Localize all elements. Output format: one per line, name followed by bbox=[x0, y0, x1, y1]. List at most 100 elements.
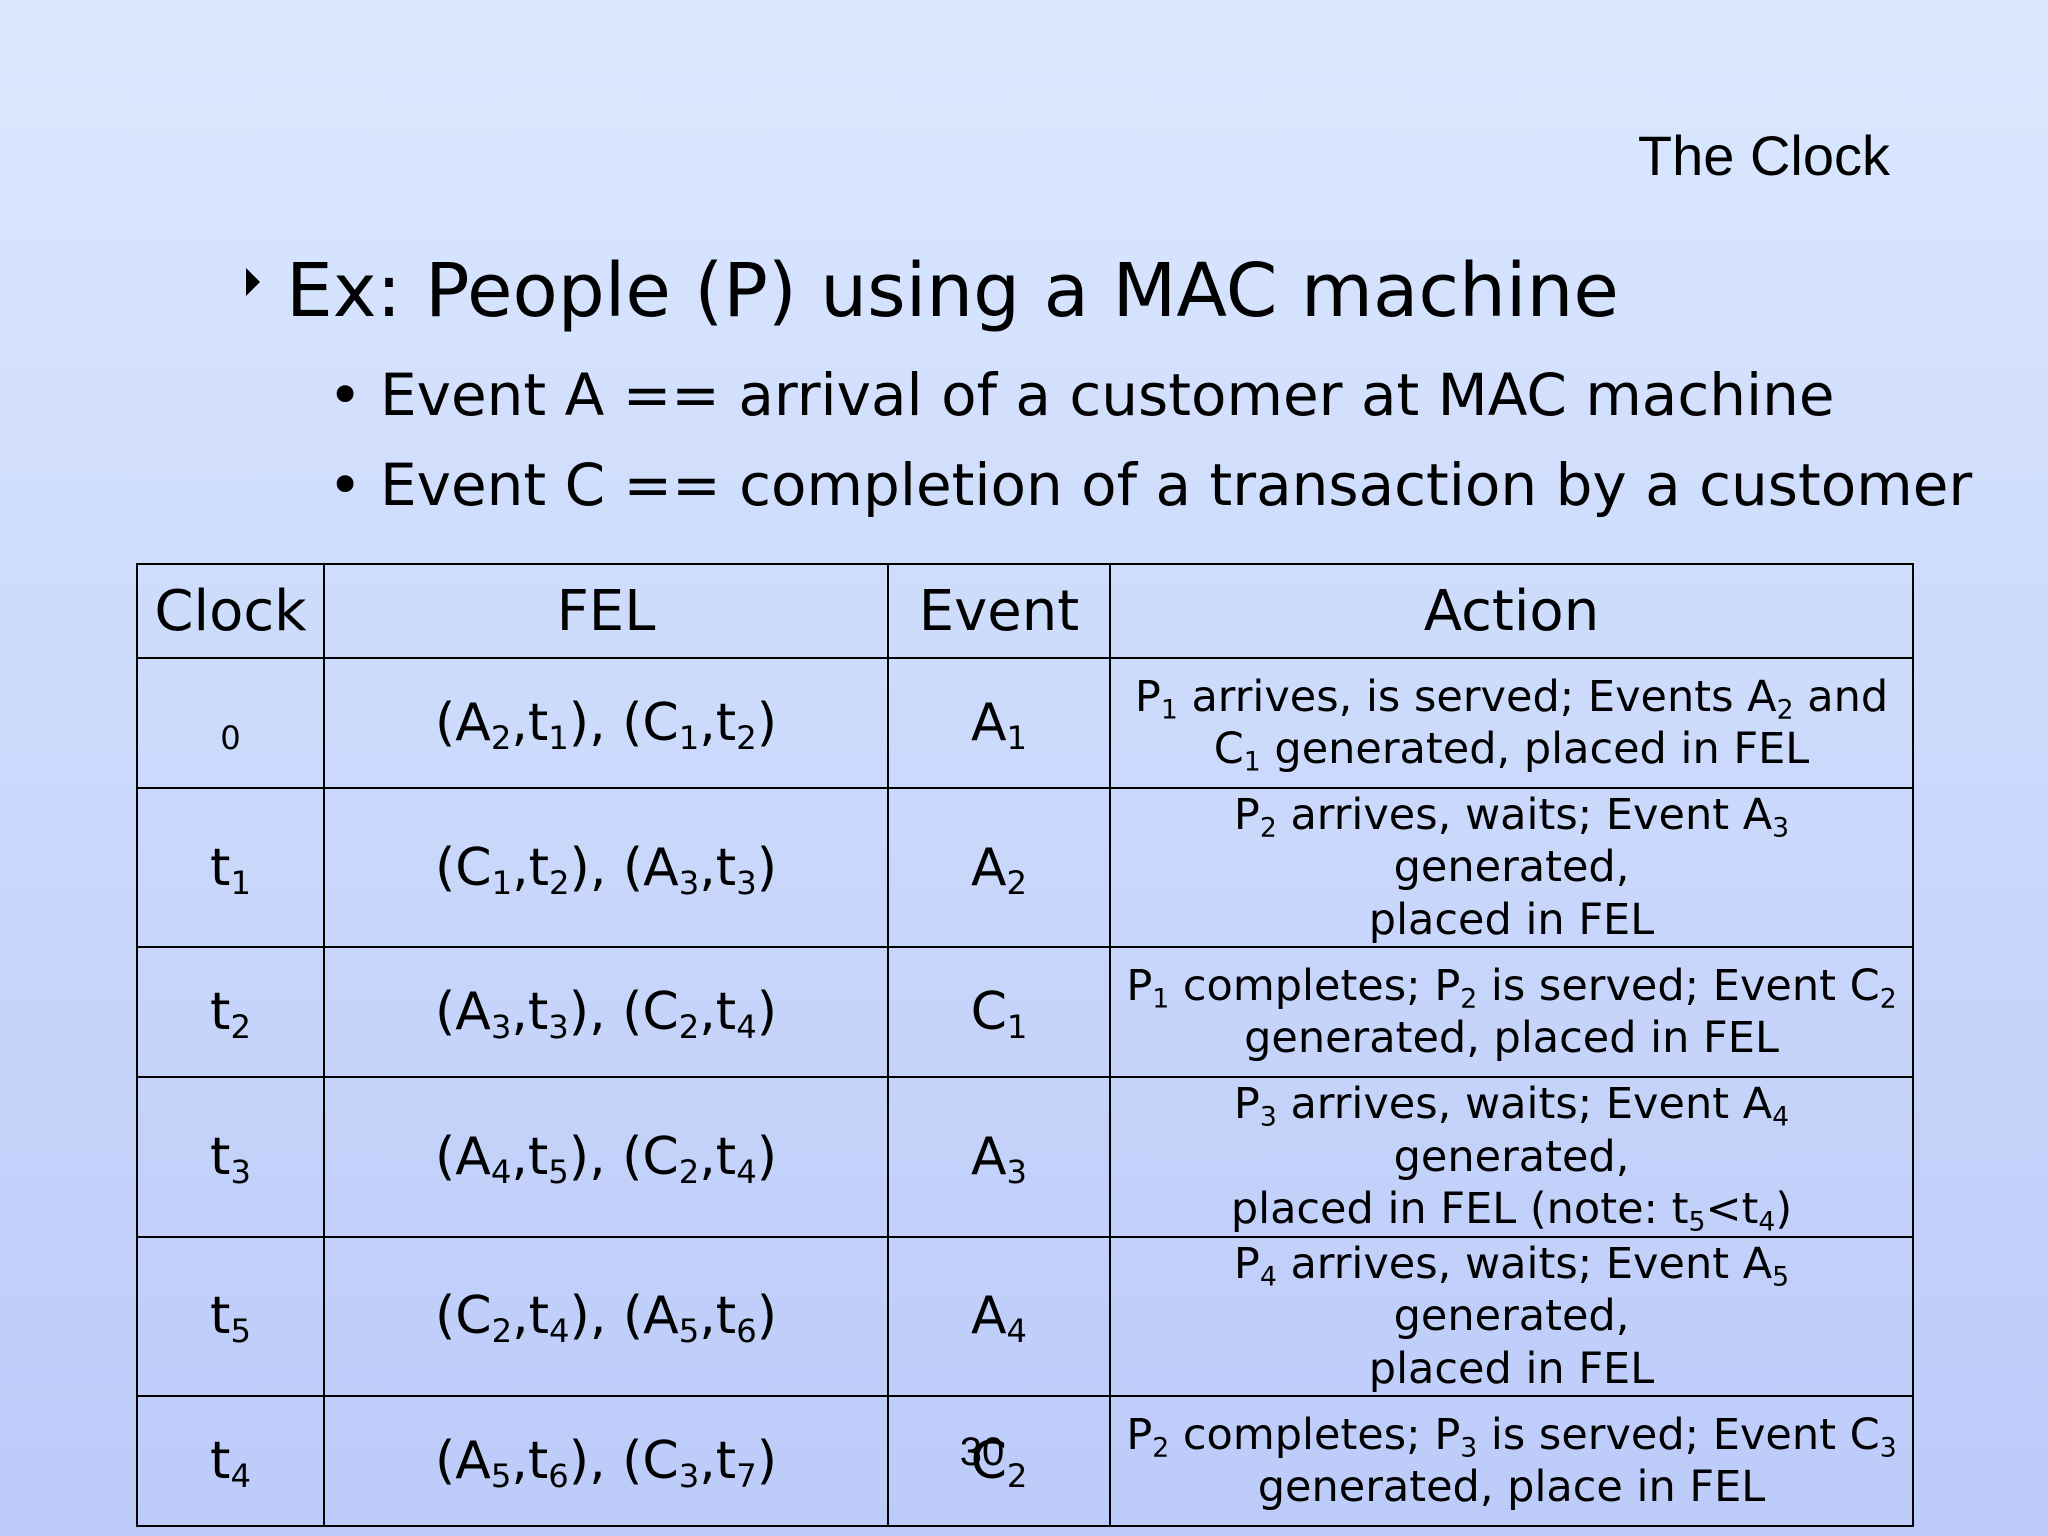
text-run: ) bbox=[756, 1127, 777, 1188]
subscript: 1 bbox=[678, 719, 700, 758]
subscript: 3 bbox=[490, 1008, 512, 1047]
subscript: 3 bbox=[1460, 1432, 1478, 1464]
subscript: 4 bbox=[1758, 1206, 1776, 1238]
text-run: ), (A bbox=[569, 1286, 679, 1347]
subscript: 1 bbox=[1243, 746, 1261, 778]
subscript: 2 bbox=[491, 1312, 513, 1351]
text-run: (C bbox=[434, 837, 492, 898]
text-run: ) bbox=[1775, 1184, 1793, 1235]
text-run: P bbox=[1134, 671, 1161, 722]
text-run: P bbox=[1126, 1409, 1153, 1460]
subscript: 3 bbox=[1879, 1432, 1897, 1464]
text-run: (A bbox=[434, 1431, 491, 1492]
sub-bullet-text: Event A == arrival of a customer at MAC … bbox=[380, 361, 1835, 429]
text-run: A bbox=[970, 693, 1007, 753]
triangle-bullet-icon bbox=[246, 268, 260, 296]
cell-fel: (A3,t3), (C2,t4) bbox=[323, 946, 889, 1079]
text-run: P bbox=[1233, 790, 1260, 840]
subscript: 2 bbox=[678, 1153, 700, 1192]
cell-fel: (A2,t1), (C1,t2) bbox=[323, 657, 889, 789]
subscript: 2 bbox=[736, 719, 757, 758]
action-line: placed in FEL bbox=[1111, 894, 1912, 946]
header-fel: FEL bbox=[323, 563, 889, 659]
subscript: 4 bbox=[549, 1312, 570, 1351]
subscript: 4 bbox=[230, 1457, 251, 1496]
subscript: 3 bbox=[548, 1008, 569, 1047]
text-run: ,t bbox=[511, 982, 549, 1043]
subscript: 1 bbox=[1160, 694, 1178, 725]
subscript: 5 bbox=[678, 1312, 700, 1351]
text-run: and bbox=[1793, 671, 1889, 722]
text-run: ) bbox=[756, 837, 778, 898]
cell-event: C2 bbox=[887, 1395, 1111, 1528]
text-run: ) bbox=[756, 1431, 777, 1492]
subscript: 3 bbox=[230, 1153, 251, 1192]
action-line: C1 generated, placed in FEL bbox=[1111, 723, 1912, 775]
cell-event: A3 bbox=[887, 1076, 1111, 1238]
text-run: generated, placed in FEL bbox=[1260, 724, 1810, 774]
subscript: 3 bbox=[1259, 1101, 1277, 1133]
subscript: 1 bbox=[1152, 983, 1170, 1015]
text-run: ,t bbox=[699, 1127, 737, 1188]
text-run: t bbox=[210, 1127, 231, 1188]
text-run: ), (C bbox=[568, 693, 679, 753]
subscript: 1 bbox=[1006, 719, 1028, 758]
text-run: ,t bbox=[511, 1127, 549, 1188]
action-line: P1 arrives, is served; Events A2 and bbox=[1111, 671, 1912, 723]
text-run: t bbox=[210, 1286, 231, 1347]
subscript: 2 bbox=[549, 863, 570, 902]
text-run: ), (C bbox=[568, 982, 679, 1043]
subscript: 2 bbox=[230, 1008, 251, 1047]
subscript: 3 bbox=[736, 863, 757, 902]
subscript: 4 bbox=[1772, 1101, 1790, 1133]
text-run: C bbox=[970, 982, 1007, 1043]
text-run: ) bbox=[756, 1286, 778, 1347]
cell-clock: t3 bbox=[136, 1076, 325, 1238]
text-run: ,t bbox=[511, 1431, 549, 1492]
subscript: 2 bbox=[678, 1008, 700, 1047]
bullet-dot-icon: • bbox=[328, 451, 363, 519]
table-header-row: Clock FEL Event Action bbox=[136, 563, 1914, 659]
text-run: is served; Event C bbox=[1477, 960, 1880, 1011]
text-run: C bbox=[970, 1431, 1007, 1492]
text-run: A bbox=[970, 1127, 1007, 1188]
text-run: P bbox=[1233, 1238, 1260, 1289]
cell-clock: t1 bbox=[136, 786, 325, 949]
text-run: arrives, waits; Event A bbox=[1276, 1079, 1773, 1130]
text-run: arrives, waits; Event A bbox=[1276, 790, 1773, 840]
text-run: generated, bbox=[1393, 842, 1630, 893]
text-run: ), (C bbox=[568, 1431, 679, 1492]
subscript: 6 bbox=[548, 1457, 569, 1496]
header-clock: Clock bbox=[136, 563, 325, 659]
text-run: placed in FEL bbox=[1368, 1343, 1655, 1394]
subscript: 5 bbox=[230, 1312, 251, 1351]
text-run: ,t bbox=[512, 1286, 550, 1347]
header-action: Action bbox=[1109, 563, 1914, 659]
subscript: 5 bbox=[490, 1457, 512, 1496]
action-line: placed in FEL bbox=[1111, 1343, 1912, 1395]
subscript: 6 bbox=[736, 1312, 757, 1351]
text-run: ,t bbox=[699, 837, 737, 898]
text-run: (A bbox=[434, 693, 491, 753]
text-run: A bbox=[970, 1286, 1007, 1347]
subscript: 4 bbox=[736, 1153, 757, 1192]
text-run: placed in FEL bbox=[1368, 894, 1655, 945]
subscript: 2 bbox=[1152, 1432, 1170, 1464]
text-run: arrives, waits; Event A bbox=[1276, 1238, 1773, 1289]
text-run: ,t bbox=[699, 982, 737, 1043]
text-run: ), (A bbox=[569, 837, 679, 898]
subscript: 4 bbox=[1259, 1261, 1277, 1293]
action-line: P2 completes; P3 is served; Event C3 bbox=[1111, 1409, 1912, 1461]
subscript: 2 bbox=[1006, 863, 1028, 902]
subscript: 3 bbox=[1772, 812, 1790, 844]
text-run: ) bbox=[756, 982, 777, 1043]
text-run: arrives, is served; Events A bbox=[1177, 671, 1777, 722]
subscript: 4 bbox=[736, 1008, 757, 1047]
cell-clock: t5 bbox=[136, 1235, 325, 1398]
subscript: 5 bbox=[548, 1153, 569, 1192]
cell-clock: t2 bbox=[136, 946, 325, 1079]
